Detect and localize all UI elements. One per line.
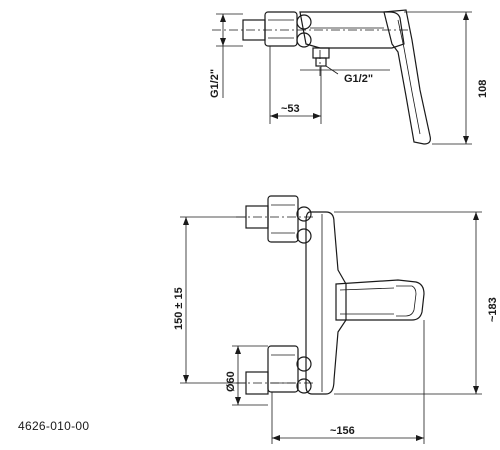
pipe-thread-label: G1/2" — [209, 69, 221, 98]
side-view: G1/2" G1/2" ~53 108 — [209, 9, 489, 145]
inlet-spacing-label: 150 ± 15 — [173, 287, 185, 330]
outlet-thread-label: G1/2" — [344, 73, 373, 85]
total-height-label: ~183 — [487, 297, 499, 322]
front-view: 150 ± 15 Ø60 ~183 ~156 — [173, 195, 499, 444]
depth-label: ~53 — [281, 103, 300, 115]
height-label: 108 — [477, 80, 489, 98]
flange-diameter-label: Ø60 — [225, 371, 237, 392]
product-code: 4626-010-00 — [18, 419, 90, 433]
total-width-label: ~156 — [330, 425, 355, 437]
